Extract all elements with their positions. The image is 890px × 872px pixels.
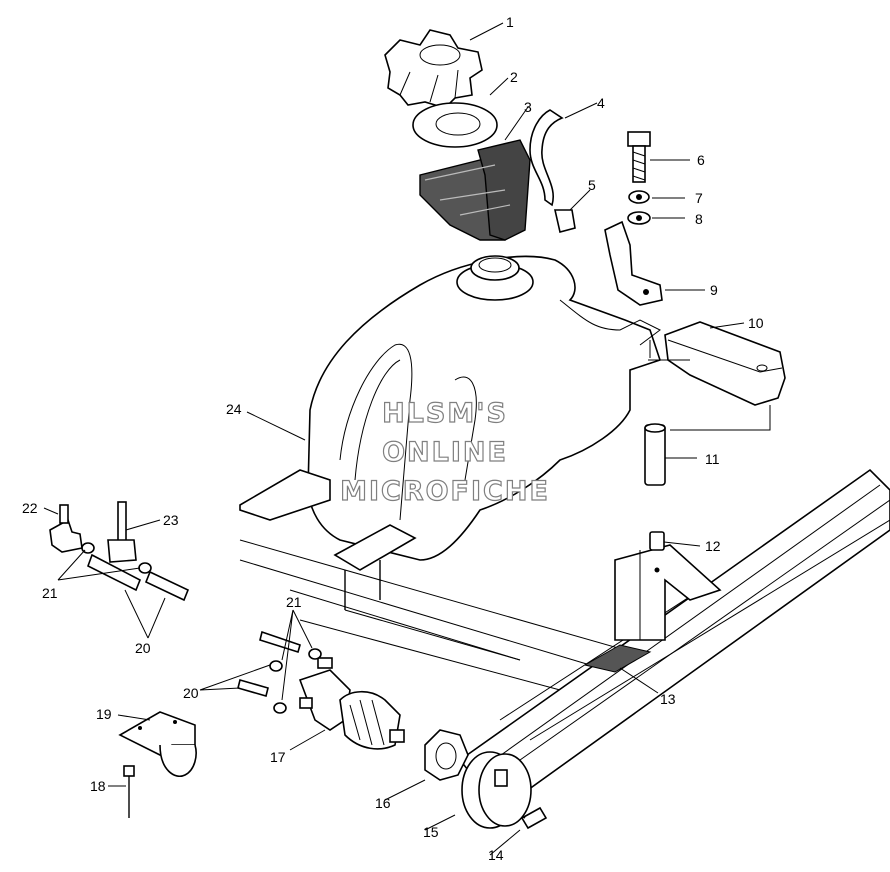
fuel-hoses-inset bbox=[87, 553, 190, 602]
rubber-mount bbox=[664, 321, 786, 406]
callout-9: 9 bbox=[710, 282, 718, 298]
frame-rails bbox=[239, 539, 661, 691]
callout-4: 4 bbox=[597, 95, 605, 111]
callout-24: 24 bbox=[226, 401, 242, 417]
spacer bbox=[644, 423, 666, 486]
bushing bbox=[649, 531, 665, 551]
mount-screw bbox=[123, 765, 135, 818]
callout-21-inset: 21 bbox=[42, 585, 58, 601]
fuel-cap bbox=[384, 29, 483, 109]
leader-lines bbox=[43, 22, 771, 856]
callout-21-valve: 21 bbox=[286, 594, 302, 610]
flat-washer bbox=[627, 211, 651, 225]
watermark: HLSM'S ONLINE MICROFICHE bbox=[339, 397, 550, 507]
callout-labels: 1 2 3 4 5 6 7 8 9 10 11 12 13 14 15 16 1… bbox=[22, 14, 764, 863]
watermark-line-2: ONLINE bbox=[382, 437, 508, 468]
callout-18: 18 bbox=[90, 778, 106, 794]
callout-20-valve: 20 bbox=[183, 685, 199, 701]
watermark-line-3: MICROFICHE bbox=[340, 476, 550, 507]
callout-12: 12 bbox=[705, 538, 721, 554]
callout-16: 16 bbox=[375, 795, 391, 811]
fuel-valve bbox=[298, 657, 405, 750]
foam-filter bbox=[419, 139, 531, 241]
callout-22: 22 bbox=[22, 500, 38, 516]
watermark-line-1: HLSM'S bbox=[382, 398, 508, 429]
callout-14: 14 bbox=[488, 847, 504, 863]
fitting-elbow bbox=[49, 504, 83, 553]
callout-19: 19 bbox=[96, 706, 112, 722]
callout-2: 2 bbox=[510, 69, 518, 85]
callout-6: 6 bbox=[697, 152, 705, 168]
callout-11: 11 bbox=[705, 451, 720, 467]
vent-fitting bbox=[553, 209, 576, 233]
tank-bracket bbox=[604, 220, 663, 306]
callout-3: 3 bbox=[524, 99, 532, 115]
valve-bracket bbox=[118, 711, 197, 777]
lock-washer bbox=[628, 190, 650, 204]
vent-hose bbox=[529, 109, 564, 207]
nut bbox=[424, 729, 469, 781]
hose-clips-valve bbox=[269, 648, 322, 714]
frame-tube bbox=[458, 468, 890, 812]
callout-23: 23 bbox=[163, 512, 179, 528]
callout-1: 1 bbox=[506, 14, 514, 30]
callout-10: 10 bbox=[748, 315, 764, 331]
callout-5: 5 bbox=[588, 177, 596, 193]
bolt bbox=[627, 131, 651, 183]
tank-pads bbox=[239, 469, 417, 571]
fuel-tank bbox=[307, 255, 662, 561]
callout-15: 15 bbox=[423, 824, 439, 840]
callout-7: 7 bbox=[695, 190, 703, 206]
callout-8: 8 bbox=[695, 211, 703, 227]
callout-17: 17 bbox=[270, 749, 286, 765]
fitting-tee bbox=[107, 501, 137, 563]
gasket bbox=[412, 102, 498, 148]
end-cap bbox=[461, 751, 532, 829]
callout-13: 13 bbox=[660, 691, 676, 707]
fuel-hoses-valve bbox=[237, 630, 301, 697]
callout-20-inset: 20 bbox=[135, 640, 151, 656]
frame-bracket bbox=[614, 544, 722, 641]
decal bbox=[583, 644, 652, 673]
